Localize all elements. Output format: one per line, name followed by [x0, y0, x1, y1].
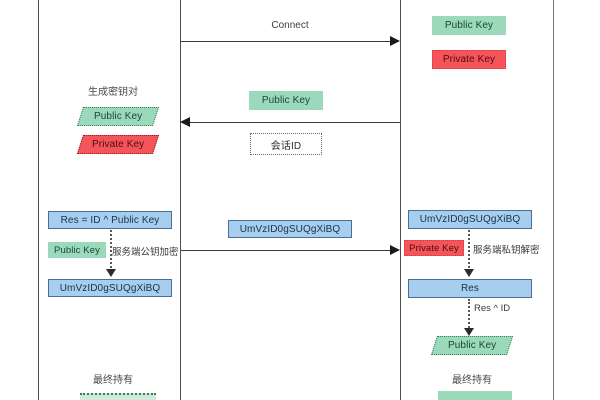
server-res-xor-id-label: Res ^ ID	[474, 303, 511, 314]
server-xor-flow-arrowhead	[464, 328, 474, 336]
client-final-hold-node	[80, 393, 156, 400]
client-encrypt-flow-line	[110, 230, 112, 272]
server-decrypt-flow-line	[468, 230, 470, 272]
channel-ciphertext-label: UmVzID0gSUQgXiBQ	[239, 223, 341, 235]
channel-session-id-node: 会话ID	[250, 133, 322, 155]
server-res-node: Res	[408, 279, 532, 298]
client-generate-keypair-label: 生成密钥对	[88, 87, 138, 98]
server-decrypt-flow-arrowhead	[464, 269, 474, 277]
server-recovered-public-key-node: Public Key	[430, 336, 514, 355]
server-final-hold-node	[438, 391, 512, 400]
lane-divider-left-edge	[38, 0, 39, 400]
message-label-connect: Connect	[271, 20, 309, 31]
channel-session-id-label: 会话ID	[270, 140, 302, 152]
message-line-return-publickey	[188, 122, 400, 123]
server-private-key-node: Private Key	[432, 50, 506, 69]
server-private-key-label: Private Key	[442, 54, 496, 65]
client-encrypt-note: 服务端公钥加密	[112, 247, 179, 258]
server-decrypt-note: 服务端私钥解密	[473, 245, 540, 256]
channel-ciphertext-node: UmVzID0gSUQgXiBQ	[228, 220, 352, 238]
client-encrypt-flow-arrowhead	[106, 269, 116, 277]
client-public-key-node: Public Key	[76, 107, 160, 126]
client-private-key-node: Private Key	[76, 135, 160, 154]
client-ciphertext-node: UmVzID0gSUQgXiBQ	[48, 279, 172, 297]
lane-divider-client-channel	[180, 0, 181, 400]
message-line-connect	[181, 41, 391, 42]
lane-divider-right-edge	[553, 0, 554, 400]
channel-public-key-label: Public Key	[261, 95, 311, 106]
client-res-formula-node: Res = ID ^ Public Key	[48, 211, 172, 229]
server-decrypt-key-tag: Private Key	[404, 240, 464, 256]
server-decrypt-key-tag-label: Private Key	[409, 242, 459, 254]
server-res-label: Res	[460, 283, 480, 294]
client-encrypt-key-tag: Public Key	[48, 242, 106, 258]
server-xor-flow-line	[468, 299, 470, 331]
message-line-ciphertext	[181, 250, 391, 251]
client-final-hold-label: 最终持有	[93, 375, 133, 386]
message-arrowhead-ciphertext	[390, 245, 400, 255]
message-arrowhead-connect	[390, 36, 400, 46]
client-encrypt-key-tag-label: Public Key	[54, 244, 100, 256]
server-public-key-label: Public Key	[444, 20, 494, 31]
server-ciphertext-label: UmVzID0gSUQgXiBQ	[419, 214, 521, 225]
client-res-formula-label: Res = ID ^ Public Key	[60, 214, 160, 226]
server-final-hold-label: 最终持有	[452, 375, 492, 386]
server-recovered-public-key-label: Public Key	[447, 340, 497, 351]
client-private-key-label: Private Key	[91, 139, 145, 150]
message-arrowhead-return-publickey	[180, 117, 190, 127]
server-ciphertext-node: UmVzID0gSUQgXiBQ	[408, 210, 532, 229]
client-public-key-label: Public Key	[93, 111, 143, 122]
channel-public-key-node: Public Key	[249, 91, 323, 110]
client-ciphertext-label: UmVzID0gSUQgXiBQ	[59, 282, 161, 294]
server-public-key-node: Public Key	[432, 16, 506, 35]
lane-divider-channel-server	[400, 0, 401, 400]
